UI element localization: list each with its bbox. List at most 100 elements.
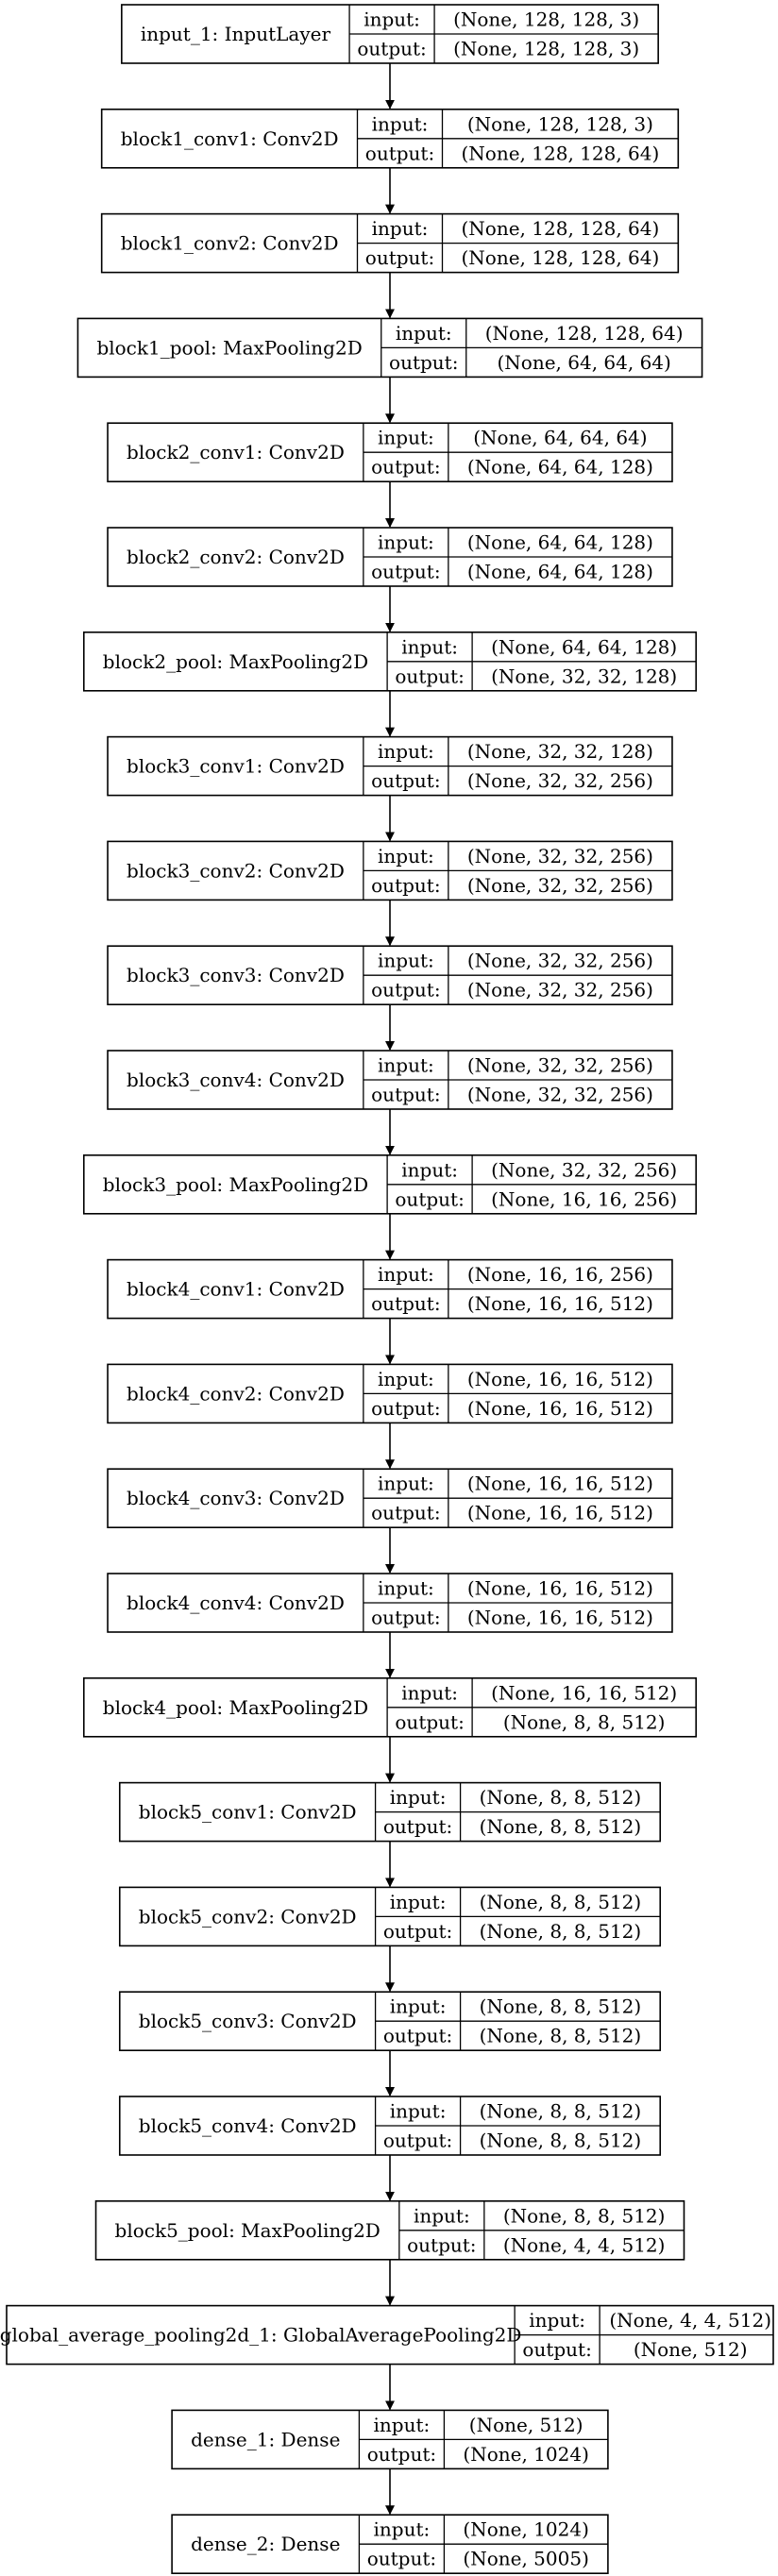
output-shape: (None, 8, 8, 512) [480, 2130, 642, 2152]
layer-node: block3_conv3: Conv2Dinput:output:(None, … [107, 945, 673, 1006]
input-label: input: [401, 1158, 458, 1181]
output-label: output: [371, 1607, 440, 1629]
input-shape: (None, 8, 8, 512) [503, 2204, 666, 2227]
input-label: input: [390, 1891, 447, 1913]
output-shape: (None, 8, 8, 512) [480, 1815, 642, 1838]
output-label: output: [389, 351, 458, 374]
layer-name: block5_pool: MaxPooling2D [115, 2219, 381, 2242]
input-label: input: [378, 1473, 434, 1495]
output-label: output: [383, 1815, 452, 1838]
layer-name: global_average_pooling2d_1: GlobalAverag… [0, 2324, 521, 2347]
output-label: output: [371, 769, 440, 792]
input-label: input: [378, 427, 434, 449]
layer-node: block5_conv2: Conv2D input: output: (None, … [118, 1886, 662, 1947]
input-shape: (None, 128, 128, 3) [467, 112, 653, 135]
output-shape: (None, 32, 32, 256) [467, 1084, 653, 1106]
output-shape: (None, 32, 32, 256) [467, 979, 653, 1002]
layer-node: block5_pool: MaxPooling2D input: output: (N… [94, 2200, 685, 2261]
output-shape: (None, 4, 4, 512) [503, 2233, 666, 2256]
layer-name: block2_conv2: Conv2D [127, 546, 345, 568]
input-label: input: [378, 1263, 434, 1286]
output-shape: (None, 16, 16, 512) [467, 1607, 653, 1629]
input-shape: (None, 8, 8, 512) [480, 1786, 642, 1809]
output-shape: (None, 64, 64, 128) [467, 456, 653, 479]
input-label: input: [372, 217, 429, 240]
layer-name: block2_pool: MaxPooling2D [103, 650, 368, 673]
output-shape: (None, 16, 16, 512) [467, 1292, 653, 1315]
input-shape: (None, 32, 32, 128) [467, 740, 653, 763]
layer-name: block4_conv2: Conv2D [127, 1382, 345, 1405]
output-shape: (None, 128, 128, 64) [462, 142, 660, 164]
layer-node: block4_conv2: Conv2Dinput:output:(None, … [107, 1363, 673, 1424]
output-shape: (None, 8, 8, 512) [480, 2025, 642, 2047]
output-shape: (None, 64, 64, 128) [467, 561, 653, 583]
output-label: output: [367, 2443, 436, 2466]
output-label: output: [522, 2338, 591, 2361]
input-shape: (None, 32, 32, 256) [467, 950, 653, 972]
input-shape: (None, 16, 16, 512) [467, 1473, 653, 1495]
layer-node: block3_conv1: Conv2Dinput:output:(None, … [107, 735, 673, 797]
layer-node: block1_conv1: Conv2Dinput:output:(None, … [100, 109, 680, 169]
input-shape: (None, 32, 32, 256) [491, 1158, 677, 1181]
output-shape: (None, 128, 128, 3) [453, 38, 639, 60]
layer-name: block1_conv2: Conv2D [121, 232, 339, 255]
layer-node: block5_conv4: Conv2Dinput:output:(None, … [118, 2096, 662, 2156]
layer-node: block2_conv2: Conv2Dinput:output:(None, … [107, 527, 673, 587]
output-shape: (None, 512) [634, 2338, 748, 2361]
layer-name: block3_conv1: Conv2D [127, 755, 345, 778]
output-label: output: [395, 665, 464, 687]
output-shape: (None, 16, 16, 512) [467, 1502, 653, 1524]
input-label: input: [401, 1681, 458, 1704]
layer-name: input_1: InputLayer [141, 23, 331, 45]
output-shape: (None, 64, 64, 64) [497, 351, 670, 374]
input-label: input: [378, 1577, 434, 1600]
output-label: output: [371, 561, 440, 583]
output-label: output: [383, 2130, 452, 2152]
output-shape: (None, 16, 16, 256) [491, 1187, 677, 1210]
output-label: output: [395, 1187, 464, 1210]
layer-node: block4_conv1: Conv2Dinput:output:(None, … [107, 1258, 673, 1320]
output-shape: (None, 32, 32, 256) [467, 874, 653, 897]
input-label: input: [414, 2204, 470, 2227]
layer-name: block2_conv1: Conv2D [127, 441, 345, 463]
output-shape: (None, 32, 32, 256) [467, 769, 653, 792]
input-shape: (None, 16, 16, 512) [467, 1577, 653, 1600]
input-shape: (None, 8, 8, 512) [480, 1891, 642, 1913]
layer-name: block5_conv2: Conv2D [139, 1905, 357, 1928]
output-label: output: [407, 2233, 476, 2256]
output-label: output: [371, 979, 440, 1002]
layer-node: block5_conv3: Conv2D input: output: (None, … [118, 1991, 662, 2051]
input-shape: (None, 8, 8, 512) [480, 2100, 642, 2123]
output-label: output: [371, 456, 440, 479]
layer-node: global_average_pooling2d_1: GlobalAverag… [0, 2304, 774, 2366]
output-shape: (None, 16, 16, 512) [467, 1397, 653, 1420]
output-label: output: [367, 2548, 436, 2570]
input-label: input: [378, 845, 434, 867]
output-label: output: [395, 1710, 464, 1733]
output-label: output: [383, 2025, 452, 2047]
input-label: input: [396, 322, 452, 345]
input-shape: (None, 128, 128, 64) [485, 322, 684, 345]
output-label: output: [371, 1397, 440, 1420]
layer-name: block1_pool: MaxPooling2D [96, 336, 362, 359]
output-label: output: [383, 1920, 452, 1943]
layer-name: block5_conv3: Conv2D [139, 2010, 357, 2032]
layer-name: block4_pool: MaxPooling2D [103, 1696, 368, 1719]
output-label: output: [371, 1502, 440, 1524]
layer-node: block4_conv4: Conv2Dinput:output:(None, … [107, 1573, 673, 1633]
layer-name: block3_conv2: Conv2D [127, 859, 345, 882]
layer-name: block4_conv1: Conv2D [127, 1278, 345, 1301]
input-label: input: [374, 2414, 431, 2436]
layer-name: block5_conv1: Conv2D [139, 1801, 357, 1824]
input-label: input: [529, 2309, 585, 2332]
layer-node: block3_conv2: Conv2Dinput:output:(None, … [107, 840, 673, 901]
layer-name: block3_conv3: Conv2D [127, 964, 345, 986]
layer-name: dense_2: Dense [191, 2533, 340, 2555]
input-shape: (None, 64, 64, 64) [473, 427, 647, 449]
input-shape: (None, 16, 16, 512) [491, 1681, 677, 1704]
input-label: input: [390, 1995, 447, 2018]
output-shape: (None, 8, 8, 512) [503, 1710, 666, 1733]
